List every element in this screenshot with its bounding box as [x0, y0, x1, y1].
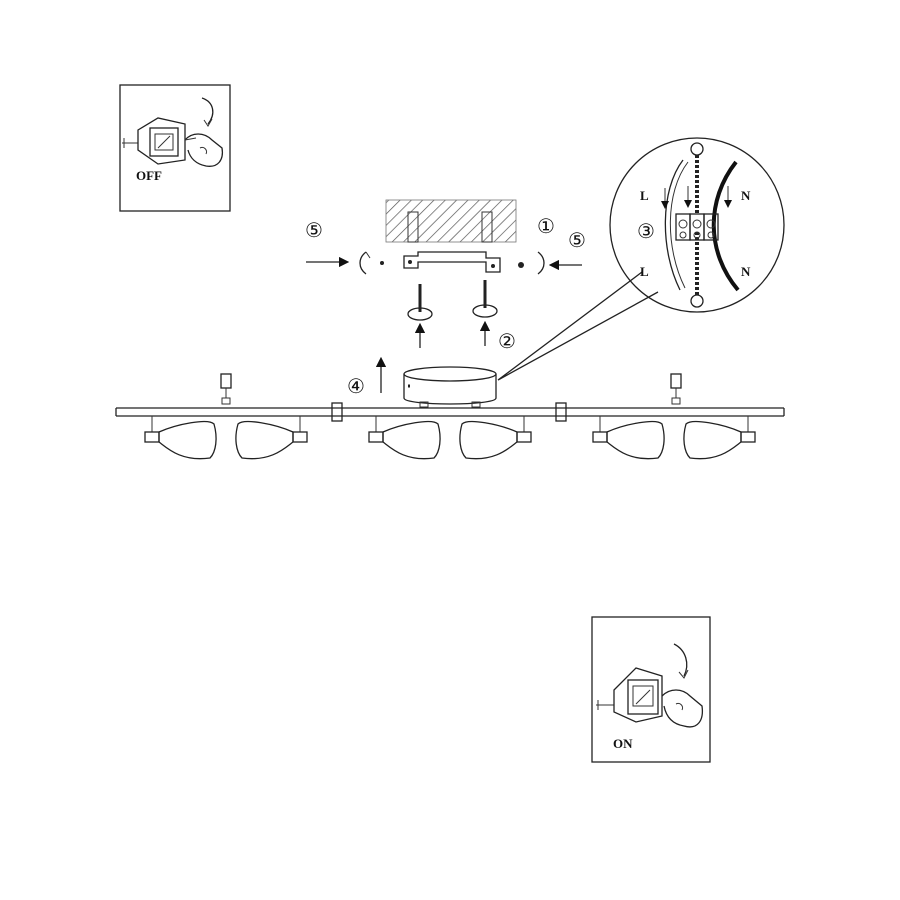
switch-on-frame — [591, 616, 711, 763]
step-2-marker: ② — [498, 331, 516, 353]
callout-circle — [609, 137, 785, 313]
hand-icon — [184, 133, 224, 167]
spotlight-head — [235, 416, 308, 460]
spotlight-bar — [115, 373, 785, 422]
switch-off-panel: OFF — [119, 84, 231, 212]
switch-off-frame — [119, 84, 231, 212]
wall-plug-left — [407, 211, 419, 243]
wall-plug-right — [481, 211, 493, 243]
switch-off-icon — [122, 117, 186, 165]
side-ring-right — [537, 251, 545, 275]
spotlight-head — [459, 416, 532, 460]
live-wire — [664, 159, 684, 291]
spotlight-head — [683, 416, 756, 460]
side-screw-left — [380, 261, 384, 265]
ceiling-hatch — [385, 199, 517, 243]
rotate-arrow-icon — [201, 97, 214, 125]
callout-pointer — [497, 271, 659, 381]
step-3-marker: ③ — [637, 221, 655, 243]
spotlight-head — [368, 416, 441, 460]
side-ring-left — [359, 251, 367, 275]
live-label-bottom: L — [640, 264, 649, 279]
step-4-marker: ④ — [347, 376, 365, 398]
bar-joint-right — [555, 402, 567, 422]
connector-right — [670, 373, 682, 405]
neutral-wire — [711, 160, 740, 292]
ceiling-canopy — [403, 366, 497, 408]
screw-icon — [407, 284, 433, 321]
wiring-detail: L L N N ③ — [497, 137, 785, 381]
switch-on-icon — [596, 667, 663, 723]
terminal-block-icon — [675, 213, 719, 241]
earth-connector-bottom — [690, 294, 704, 308]
step-5-left-marker: ⑤ — [305, 220, 323, 242]
neutral-label-top: N — [741, 188, 751, 203]
switch-on-panel: ON — [591, 616, 711, 763]
connector-left — [220, 373, 232, 405]
rotate-arrow-icon — [673, 643, 688, 677]
switch-off-label: OFF — [136, 168, 162, 183]
side-screw-right — [518, 262, 524, 268]
step-1-marker: ① — [537, 216, 555, 238]
switch-on-label: ON — [613, 736, 633, 751]
spotlight-head — [592, 416, 665, 460]
screw-icon — [472, 280, 498, 318]
bar-joint-left — [331, 402, 343, 422]
earth-connector-top — [690, 142, 704, 156]
spotlight-head — [144, 416, 217, 460]
spotlights — [144, 416, 756, 460]
step-5-right-marker: ⑤ — [568, 230, 586, 252]
live-label-top: L — [640, 188, 649, 203]
neutral-label-bottom: N — [741, 264, 751, 279]
mounting-bracket — [403, 251, 501, 273]
ceiling-assembly — [306, 199, 582, 348]
hand-icon — [661, 689, 704, 728]
